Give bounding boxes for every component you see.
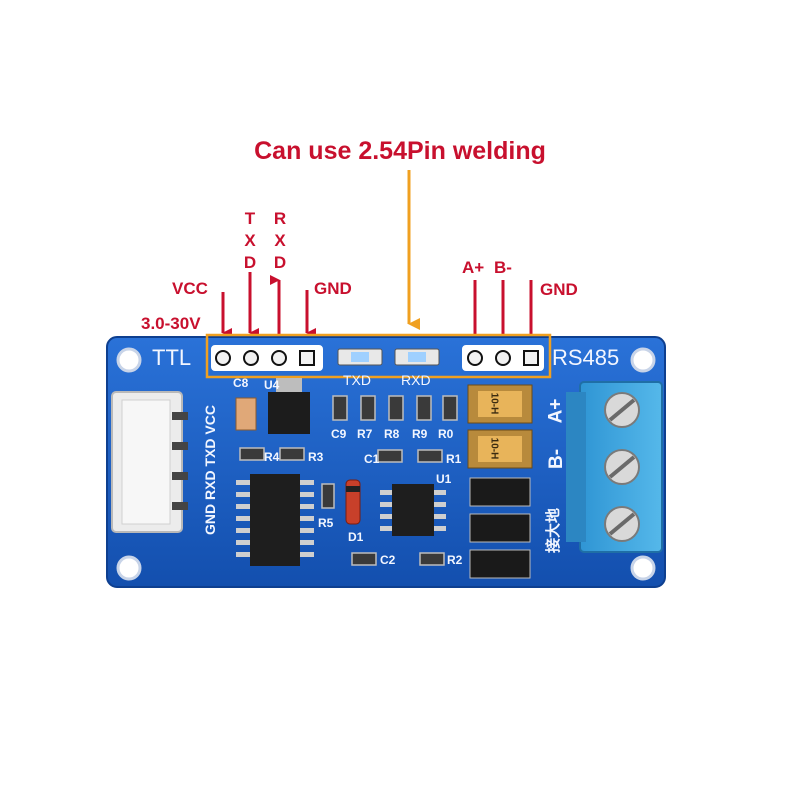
b-minus-silk: B- bbox=[546, 448, 568, 470]
headline: Can use 2.54Pin welding bbox=[254, 137, 546, 165]
ref-c8: C8 bbox=[233, 376, 249, 390]
ref-r5: R5 bbox=[318, 516, 334, 530]
ref-c9: C9 bbox=[331, 427, 347, 441]
connector-pins-silk: GND RXD TXD VCC bbox=[202, 405, 218, 535]
rs485-silk: RS485 bbox=[552, 345, 620, 370]
a-plus-label: A+ bbox=[462, 258, 485, 277]
gnd-left-label: GND bbox=[314, 279, 352, 298]
vcc-label: VCC bbox=[172, 279, 208, 298]
ref-r8: R8 bbox=[384, 427, 400, 441]
gnd-right-label: GND bbox=[540, 280, 578, 299]
ref-r1: R1 bbox=[446, 452, 462, 466]
ref-d1: D1 bbox=[348, 530, 364, 544]
pcb-board bbox=[106, 333, 666, 588]
ref-u1: U1 bbox=[436, 472, 452, 486]
ttl-silk: TTL bbox=[152, 345, 192, 370]
ref-r0: R0 bbox=[438, 427, 454, 441]
diode-code-2: 10-H bbox=[488, 437, 500, 460]
rxd-label: RXD bbox=[273, 209, 287, 272]
txd-led-silk: TXD bbox=[343, 372, 371, 388]
a-plus-silk: A+ bbox=[545, 398, 567, 424]
txd-label: TXD bbox=[243, 209, 257, 272]
ref-r3: R3 bbox=[308, 450, 324, 464]
b-minus-label: B- bbox=[494, 258, 512, 277]
ref-r4: R4 bbox=[264, 450, 280, 464]
ref-c2: C2 bbox=[380, 553, 396, 567]
ref-r9: R9 bbox=[412, 427, 428, 441]
diode-code-1: 10-H bbox=[488, 392, 500, 415]
ref-r7: R7 bbox=[357, 427, 373, 441]
ref-u4: U4 bbox=[264, 378, 280, 392]
ground-cn-silk: 接大地 bbox=[545, 507, 563, 554]
ref-c1: C1 bbox=[364, 452, 380, 466]
rxd-led-silk: RXD bbox=[401, 372, 431, 388]
ref-r2: R2 bbox=[447, 553, 463, 567]
terminal-block bbox=[566, 381, 663, 553]
voltage-label: 3.0-30V bbox=[141, 314, 201, 333]
